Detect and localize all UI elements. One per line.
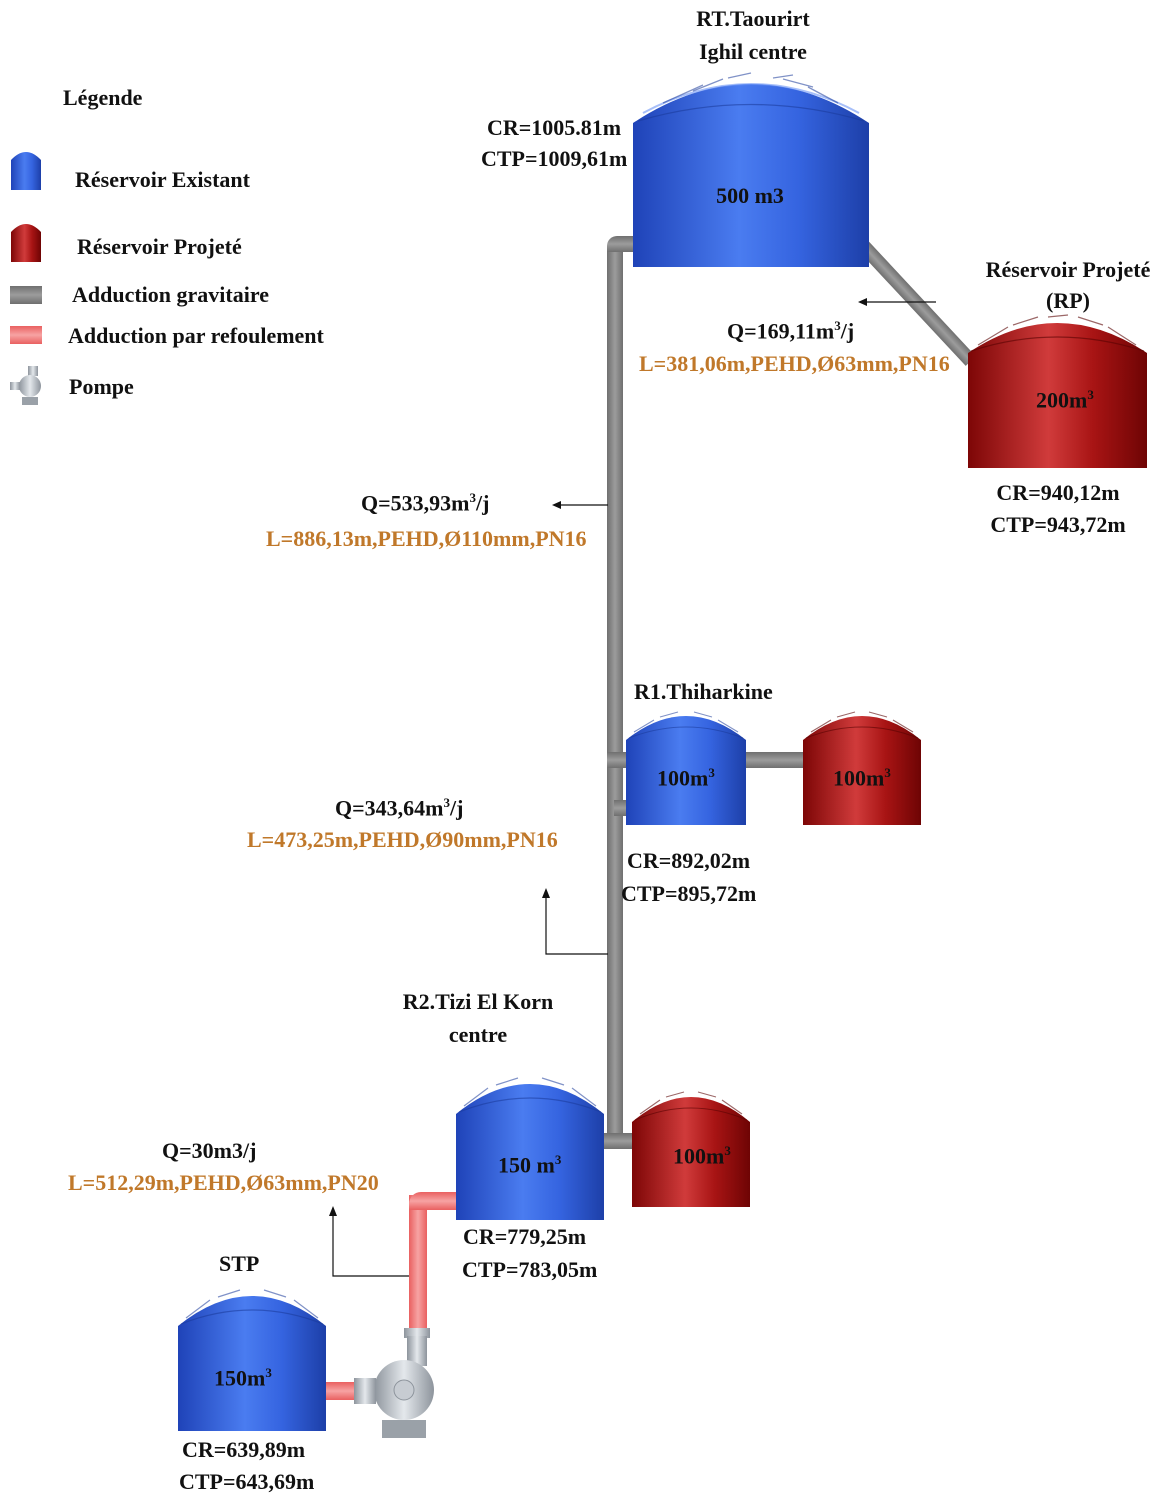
rt-capacity: 500 m3: [716, 183, 784, 208]
r1-capacity: 100m3: [657, 765, 715, 791]
red-pipe-icon: [10, 326, 42, 344]
r2-tank: [456, 1077, 604, 1220]
stp-tank: [178, 1289, 326, 1431]
r1-projected-tank: [803, 711, 921, 825]
rt-ctp: CTP=1009,61m: [481, 146, 628, 171]
rt-r1-spec: L=886,13m,PEHD,Ø110mm,PN16: [266, 526, 587, 551]
legend-title: Légende: [63, 85, 143, 110]
rt-rp-spec: L=381,06m,PEHD,Ø63mm,PN16: [639, 351, 950, 376]
legend-item-projected: Réservoir Projeté: [77, 234, 242, 259]
stp-cr: CR=639,89m: [182, 1437, 306, 1462]
rt-name-2: Ighil centre: [699, 39, 807, 64]
r2-capacity: 150 m3: [498, 1152, 562, 1178]
gravity-pipe-rt-elbow: [607, 236, 639, 252]
rt-tank: [633, 72, 869, 267]
pumping-pipe-top: [409, 1192, 459, 1210]
r2-name-2: centre: [448, 1022, 508, 1047]
stp-name: STP: [219, 1251, 260, 1276]
r1-cr: CR=892,02m: [627, 848, 751, 873]
pumping-pipe-stp-pump: [318, 1382, 363, 1400]
rp-cr: CR=940,12m: [996, 480, 1120, 505]
legend-item-pumping: Adduction par refoulement: [68, 323, 324, 348]
pump-icon: [354, 1328, 434, 1438]
r1-tank: [626, 711, 746, 825]
rt-cr: CR=1005.81m: [487, 115, 622, 140]
pumping-pipe-rise: [409, 1195, 427, 1335]
r1-r2-spec: L=473,25m,PEHD,Ø90mm,PN16: [247, 827, 558, 852]
legend-item-existing: Réservoir Existant: [75, 167, 250, 192]
rt-rp-flow: Q=169,11m3/j: [727, 318, 855, 344]
legend-pump-icon: [10, 366, 41, 405]
legend-item-gravity: Adduction gravitaire: [72, 282, 269, 307]
stp-ctp: CTP=643,69m: [179, 1469, 315, 1494]
rt-name-1: RT.Taourirt: [696, 6, 810, 31]
r2-projected-tank: [632, 1091, 750, 1207]
r2-name-1: R2.Tizi El Korn: [402, 989, 554, 1014]
flow-arrow-rt-rp: [858, 298, 936, 306]
r1-name: R1.Thiharkine: [634, 679, 773, 704]
gravity-pipe-r2-link: [594, 1133, 636, 1149]
gray-pipe-icon: [10, 286, 42, 304]
stp-r2-flow: Q=30m3/j: [162, 1138, 257, 1163]
rt-r1-flow: Q=533,93m3/j: [361, 490, 490, 516]
r2-projected-capacity: 100m3: [673, 1143, 731, 1169]
stp-capacity: 150m3: [214, 1365, 272, 1391]
flow-arrow-r1-r2: [542, 888, 608, 955]
flow-arrow-rt-r1: [552, 501, 608, 509]
r2-ctp: CTP=783,05m: [462, 1257, 598, 1282]
red-tank-icon: [11, 224, 41, 262]
rp-name-2: (RP): [1046, 288, 1090, 313]
rp-ctp: CTP=943,72m: [990, 512, 1126, 537]
stp-r2-spec: L=512,29m,PEHD,Ø63mm,PN20: [68, 1170, 379, 1195]
rp-tank: [968, 314, 1147, 468]
gravity-pipe-r1-projected: [738, 752, 808, 768]
r1-projected-capacity: 100m3: [833, 765, 891, 791]
legend-item-pump: Pompe: [69, 374, 134, 399]
rp-name-1: Réservoir Projeté: [985, 257, 1151, 282]
flow-arrow-stp-r2: [329, 1206, 409, 1277]
r2-cr: CR=779,25m: [463, 1224, 587, 1249]
blue-tank-icon: [11, 152, 41, 190]
rp-capacity: 200m3: [1036, 387, 1094, 413]
gravity-pipe-main: [607, 246, 623, 1146]
r1-r2-flow: Q=343,64m3/j: [335, 795, 464, 821]
r1-ctp: CTP=895,72m: [621, 881, 757, 906]
